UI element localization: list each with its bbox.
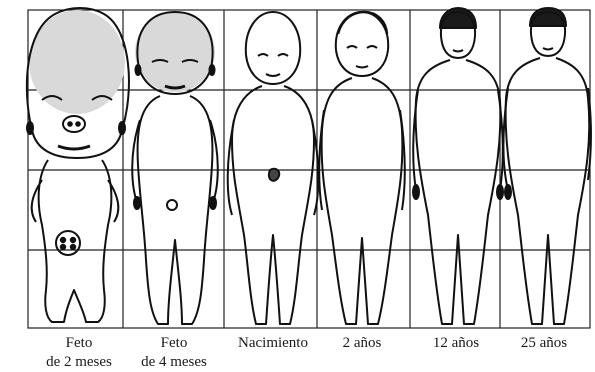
figure-12-years — [412, 7, 504, 325]
umbilicus-dot-3 — [59, 243, 67, 251]
hair — [529, 7, 567, 27]
caption-line-1: Nacimiento — [238, 335, 308, 351]
hand-right — [496, 184, 504, 200]
arm-right — [587, 87, 592, 181]
hair — [439, 7, 477, 29]
arm-right — [399, 109, 406, 211]
arm-right — [107, 179, 120, 223]
figure-fetus-4-months — [131, 11, 219, 325]
eye-left — [257, 53, 269, 57]
umbilicus — [268, 167, 281, 182]
hand-left — [133, 196, 141, 210]
eye-left — [41, 95, 63, 101]
caption-line-1: Feto — [160, 335, 188, 351]
arm-left — [30, 179, 43, 223]
caption-birth: Nacimiento — [218, 334, 328, 353]
caption-line-1: Feto — [65, 335, 93, 351]
ear-right — [118, 121, 126, 135]
caption-line-1: 12 años — [432, 335, 480, 351]
body — [231, 85, 315, 325]
eye-left — [346, 45, 358, 49]
mouth — [57, 144, 91, 151]
ear-left — [26, 121, 34, 135]
caption-2-years: 2 años — [307, 334, 417, 353]
arm-left — [318, 109, 325, 211]
growth-proportions-svg — [25, 7, 592, 329]
hand-left — [504, 184, 512, 200]
eye-right — [366, 45, 378, 49]
head-shade — [135, 12, 215, 92]
caption-25-years: 25 años — [489, 334, 595, 353]
mouth — [355, 65, 369, 69]
ear-left — [134, 64, 142, 76]
nostril-left — [67, 121, 73, 127]
head-shade — [29, 10, 125, 114]
figure-2-years — [318, 10, 406, 325]
body — [136, 95, 214, 325]
hand-left — [412, 184, 420, 200]
nose — [62, 115, 86, 133]
caption-line-1: 25 años — [520, 335, 568, 351]
body — [504, 57, 591, 325]
mouth — [265, 73, 281, 77]
umbilicus — [166, 199, 178, 211]
umbilicus-dot-1 — [59, 236, 67, 244]
body — [320, 77, 404, 325]
caption-fetus-4-months: Feto de 4 meses — [119, 334, 229, 372]
umbilicus-dot-4 — [69, 243, 77, 251]
arm-left — [502, 87, 509, 191]
head-outline — [25, 7, 130, 159]
figure-25-years — [502, 7, 592, 325]
hand-right — [209, 196, 217, 210]
mouth — [164, 84, 186, 90]
umbilicus — [55, 230, 81, 256]
ear-right — [208, 64, 216, 76]
caption-line-1: 2 años — [342, 335, 382, 351]
head-outline — [244, 11, 302, 85]
head-outline — [529, 11, 567, 57]
umbilicus-dot-2 — [69, 236, 77, 244]
nostril-right — [75, 121, 81, 127]
arm-left — [412, 89, 419, 191]
mouth — [542, 47, 554, 51]
caption-line-2: de 4 meses — [141, 354, 207, 370]
caption-line-2: de 2 meses — [46, 354, 112, 370]
caption-fetus-2-months: Feto de 2 meses — [24, 334, 134, 372]
head-outline — [439, 11, 477, 59]
arm-left — [226, 119, 235, 216]
head-outline — [136, 11, 214, 95]
eye-right — [91, 95, 113, 101]
figure-newborn — [226, 11, 320, 325]
caption-12-years: 12 años — [401, 334, 511, 353]
hair — [336, 10, 389, 35]
figure-fetus-2-months — [25, 7, 130, 323]
body — [414, 59, 502, 325]
eye-right — [277, 53, 289, 57]
eye-right — [181, 59, 199, 63]
eye-left — [151, 59, 169, 63]
mouth — [452, 49, 464, 53]
body — [37, 159, 113, 323]
